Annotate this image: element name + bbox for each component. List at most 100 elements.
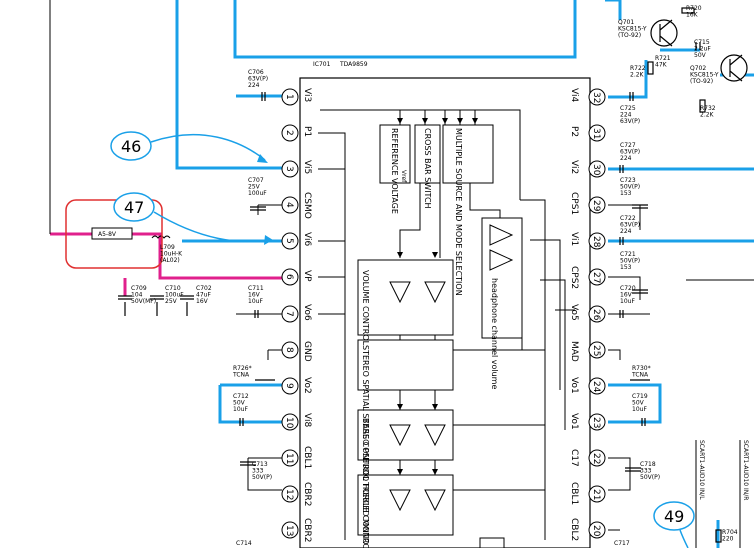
label-headphone: headphone channel volume xyxy=(490,278,499,389)
wire-scart xyxy=(695,440,741,548)
amp-treble-left xyxy=(389,489,411,512)
amplifier-symbols xyxy=(389,224,514,512)
cap-c725 xyxy=(629,92,634,101)
cap-c722 xyxy=(619,237,624,245)
res-r720 xyxy=(681,7,695,14)
pin-5-number: 5 xyxy=(284,238,294,244)
net-label-box xyxy=(91,227,133,240)
pin-29-number: 29 xyxy=(591,200,601,212)
pin-32-name: Vi4 xyxy=(569,88,579,102)
pin-4-number: 4 xyxy=(284,202,294,208)
left-pins: 1 2 3 4 5 6 7 8 9 10 11 12 13 xyxy=(281,88,299,539)
pin-10-name: Vi8 xyxy=(302,413,312,427)
pin-30-name: Vi2 xyxy=(569,160,579,174)
ic-part: TDA9859 xyxy=(339,61,368,68)
res-r732 xyxy=(699,99,706,113)
pin-4-name: CSMO xyxy=(302,192,312,219)
cap-c707 xyxy=(250,206,266,211)
cap-c710 xyxy=(150,295,164,300)
pin-21-number: 21 xyxy=(591,489,601,500)
label-r730: R730*TCNA xyxy=(631,365,651,379)
highlight-box xyxy=(65,199,163,269)
block-pseudo-stereo xyxy=(357,339,454,391)
label-vref: Vref xyxy=(400,170,407,183)
label-treble-control: TREBLE CONTROL xyxy=(361,481,370,548)
pin-13-name: CBR2 xyxy=(302,518,312,542)
cap-c727 xyxy=(619,165,624,173)
wire-vi5 xyxy=(175,0,282,170)
wire-top-bus xyxy=(233,0,577,59)
wire-gnd xyxy=(267,349,282,360)
net-label: A5-8V xyxy=(98,231,117,238)
label-c717: C717 xyxy=(614,540,630,547)
pin-25-number: 25 xyxy=(591,345,601,356)
pin-7-number: 7 xyxy=(284,311,294,317)
block-treble-control xyxy=(357,474,454,536)
pin-3-number: 3 xyxy=(284,166,294,172)
block-labels: REFERENCE VOLTAGE Vref CROSS BAR SWITCH … xyxy=(361,128,499,548)
pin-25-name: MAD xyxy=(569,341,579,362)
cap-c721 xyxy=(632,289,648,294)
wire-cbl1 xyxy=(247,457,282,491)
ground-legs xyxy=(124,302,188,316)
left-pin-names: Vi3 P1 Vi5 CSMO Vi6 VP Vo6 GND Vo2 Vi8 C… xyxy=(302,88,312,542)
pin-9-name: Vo2 xyxy=(302,377,312,394)
pin-27-number: 27 xyxy=(591,272,601,283)
pin-20-name: CBL2 xyxy=(569,518,579,541)
pin-8-name: GND xyxy=(302,341,312,362)
pin-5-name: Vi6 xyxy=(302,232,312,246)
callout-47-bubble xyxy=(113,192,155,222)
cap-c713 xyxy=(240,461,256,466)
amp-volume-right xyxy=(424,281,446,304)
cap-c715 xyxy=(695,42,701,50)
pin-7-name: Vo6 xyxy=(302,304,312,321)
pin-11-number: 11 xyxy=(284,453,294,464)
pin-28-number: 28 xyxy=(591,236,601,248)
cap-c719 xyxy=(641,418,646,426)
label-bass-control: BASS CONTROL xyxy=(361,418,370,481)
transistor-q701 xyxy=(650,19,678,47)
callout-47-text: 47 xyxy=(124,198,144,217)
label-cross-bar: CROSS BAR SWITCH xyxy=(423,128,432,209)
cap-c718 xyxy=(625,467,641,472)
cap-c712 xyxy=(239,418,244,426)
pin-22-name: C17 xyxy=(569,449,579,467)
cap-c723 xyxy=(632,204,648,209)
pin-24-number: 24 xyxy=(591,381,601,393)
pin-1-name: Vi3 xyxy=(302,88,312,102)
callouts: 46 47 4 9 xyxy=(110,131,695,548)
res-r722 xyxy=(647,61,654,75)
label-scart1-right: SCART1-AUD10 IN/R xyxy=(742,440,749,500)
wire-cps2 xyxy=(608,276,641,300)
pin-6-number: 6 xyxy=(284,274,294,280)
transistors xyxy=(650,19,748,82)
label-pseudo-stereo: STEREO SPATIAL STEREO PSEUDO FORCED MONO xyxy=(361,345,370,545)
pin-29-name: CPS1 xyxy=(569,192,579,215)
pin-6-name: VP xyxy=(302,270,312,282)
pin-9-number: 9 xyxy=(284,383,294,389)
callout-46-text: 46 xyxy=(121,137,141,156)
callout-46-bubble xyxy=(110,131,152,161)
right-pins: 32 31 30 29 28 27 26 25 24 23 22 21 20 xyxy=(588,88,606,539)
res-r704 xyxy=(715,529,722,543)
pin-23-number: 23 xyxy=(591,417,601,428)
pin-21-name: CBL1 xyxy=(569,482,579,505)
transistor-q702 xyxy=(720,54,748,82)
pin-8-number: 8 xyxy=(284,347,294,353)
